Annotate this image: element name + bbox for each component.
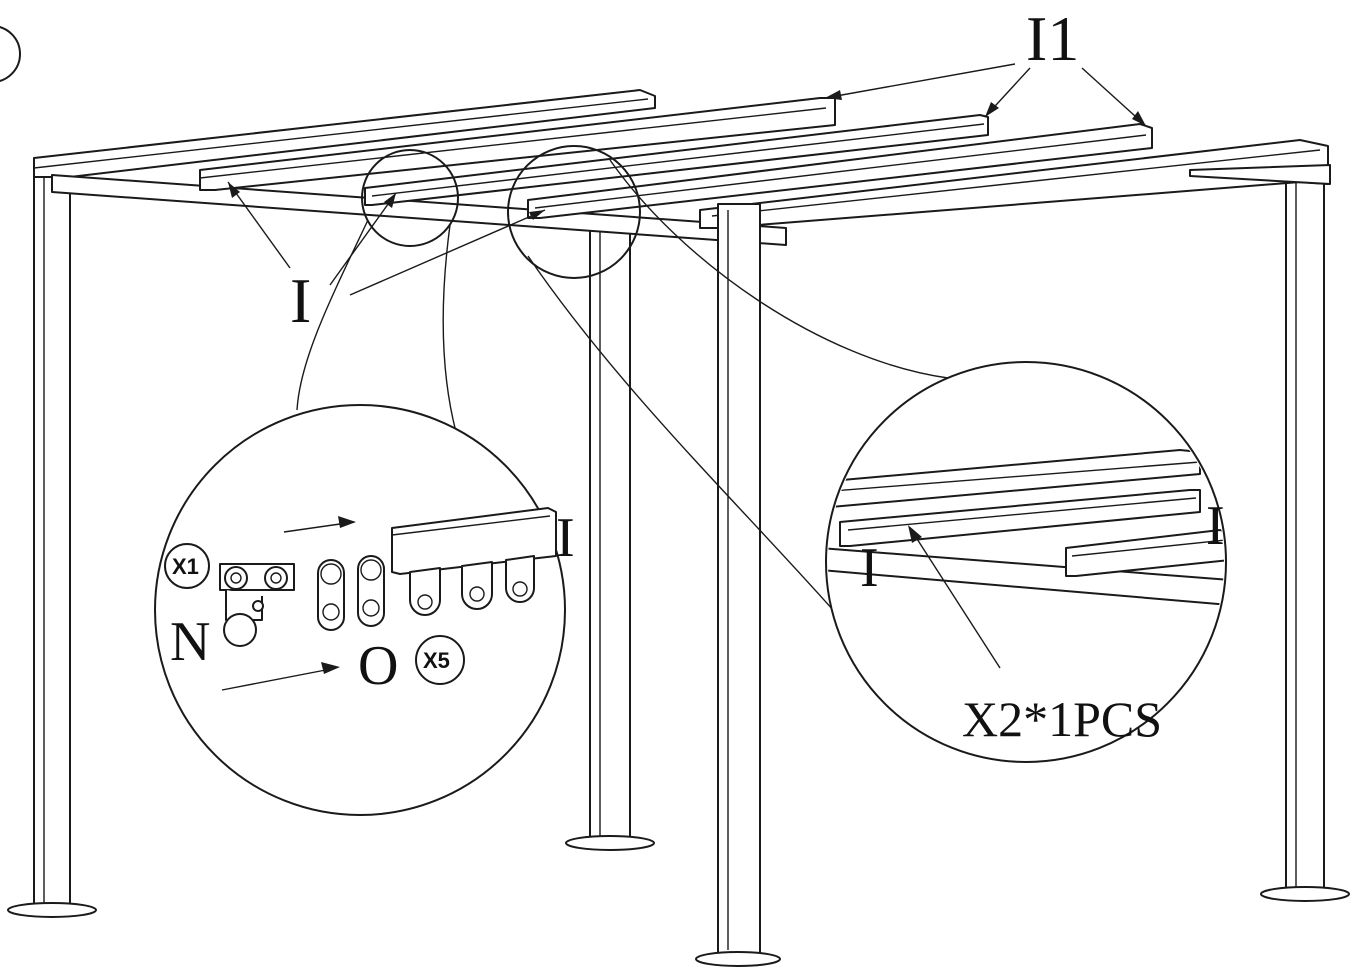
leader-lines-beam-part xyxy=(227,181,546,296)
label-pieces: X2*1PCS xyxy=(962,691,1162,747)
direction-arrows xyxy=(221,516,356,691)
step-number-circle xyxy=(0,26,21,82)
callout-connector-left xyxy=(296,219,457,433)
qty-bracket-text: X1 xyxy=(172,554,199,579)
label-beam-part: I xyxy=(290,265,311,336)
purlin-2 xyxy=(364,114,989,206)
bracket-part xyxy=(219,563,295,647)
callout-circle-right xyxy=(507,145,641,279)
hanger-plate-1 xyxy=(409,567,441,616)
label-bracket-part: N xyxy=(170,611,210,673)
detail-circle-left: X1 X5 N O I xyxy=(154,404,575,816)
post-back-right xyxy=(1260,149,1350,902)
qty-badge-plate: X5 xyxy=(415,635,465,685)
post-back-middle xyxy=(565,227,655,851)
hanger-plate-2 xyxy=(461,561,493,610)
leader-lines-top-part xyxy=(824,63,1147,127)
frame-beam-left-long xyxy=(33,89,656,178)
label-top-part: I1 xyxy=(1026,3,1079,74)
label-detail-right-left: I xyxy=(860,537,879,599)
post-front-middle xyxy=(695,203,781,967)
frame-beam-cross-right xyxy=(1189,164,1331,185)
post-front-left xyxy=(7,167,97,918)
detail-circle-right: I I X2*1PCS xyxy=(825,361,1227,763)
label-detail-right-right: I xyxy=(1206,495,1225,557)
hanger-plate-3 xyxy=(505,555,535,603)
label-detail-left-beam: I xyxy=(556,507,575,569)
callout-circle-left xyxy=(361,149,459,247)
qty-badge-bracket: X1 xyxy=(164,543,210,589)
qty-plate-text: X5 xyxy=(423,648,450,673)
label-plate-part: O xyxy=(358,635,398,697)
loose-plate-1 xyxy=(317,559,345,631)
purlin-1 xyxy=(199,97,836,191)
loose-plate-2 xyxy=(357,555,385,627)
